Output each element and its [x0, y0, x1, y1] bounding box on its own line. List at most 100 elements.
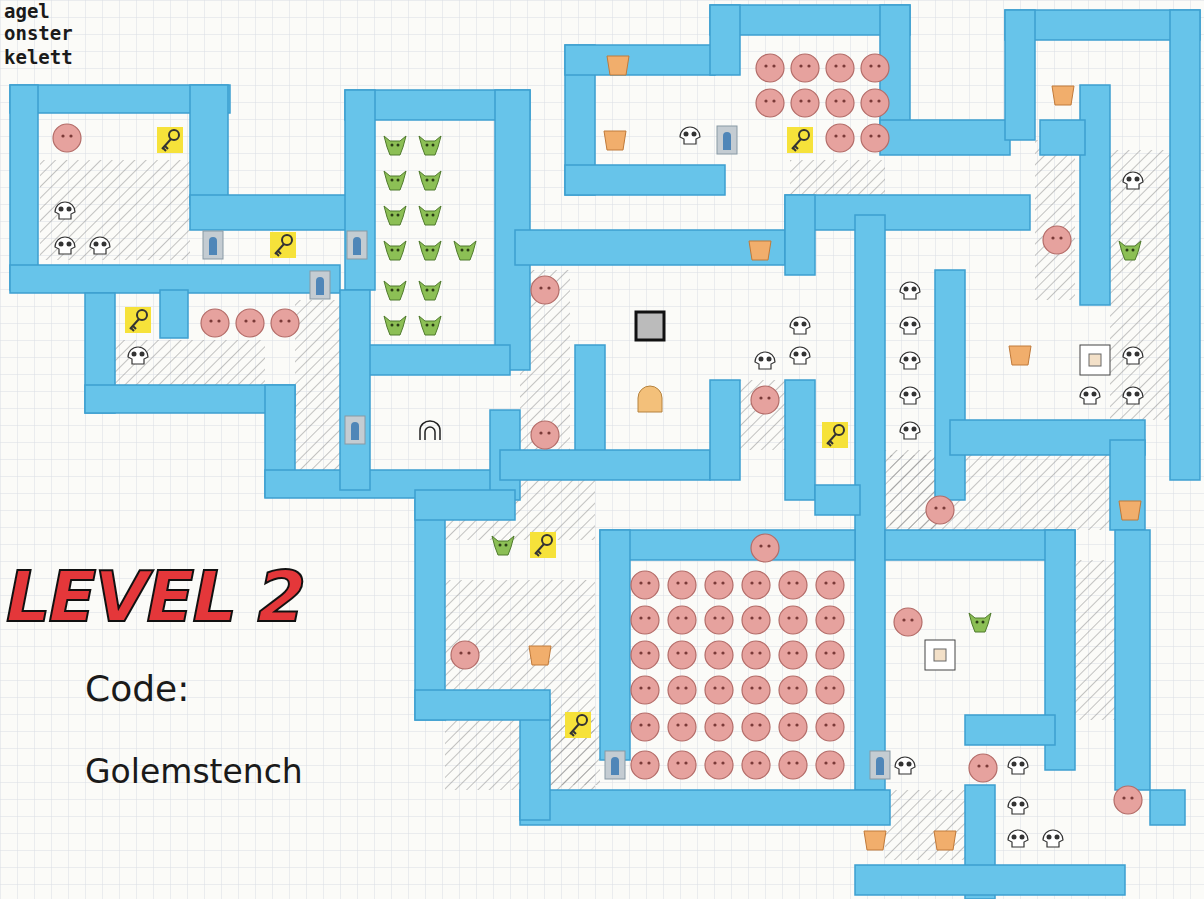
wall	[85, 385, 295, 413]
ghost-monster	[742, 676, 770, 704]
wall	[340, 290, 370, 490]
ghost-monster	[705, 713, 733, 741]
ghost-monster	[1114, 786, 1142, 814]
skeleton	[900, 422, 920, 439]
treasure	[1119, 501, 1141, 520]
skeleton	[790, 317, 810, 334]
treasure	[529, 646, 551, 665]
door	[310, 271, 330, 299]
ghost-monster	[742, 713, 770, 741]
wall	[190, 85, 228, 205]
legend-note: kelett	[4, 46, 73, 68]
ghost-monster	[742, 641, 770, 669]
wall	[965, 715, 1055, 745]
ghost-monster	[53, 124, 81, 152]
goblin	[454, 241, 476, 260]
wall	[600, 530, 630, 760]
hatched-floor	[1110, 150, 1170, 420]
pot	[638, 386, 662, 412]
wall	[600, 530, 855, 560]
ghost-monster	[531, 421, 559, 449]
ghost-monster	[756, 54, 784, 82]
wall	[500, 450, 710, 480]
skeleton	[900, 282, 920, 299]
legend-note: onster	[4, 22, 73, 44]
ghost-monster	[826, 124, 854, 152]
key	[530, 532, 556, 558]
exit	[1080, 345, 1110, 375]
ghost-monster	[668, 641, 696, 669]
wall	[10, 85, 38, 290]
goblin	[384, 171, 406, 190]
hatched-floor	[295, 300, 340, 470]
goblin	[419, 241, 441, 260]
door	[605, 751, 625, 779]
key	[270, 232, 296, 258]
skeleton	[1123, 347, 1143, 364]
wall	[785, 380, 815, 500]
wall	[710, 380, 740, 480]
ghost-monster	[751, 534, 779, 562]
ghost-monster	[816, 606, 844, 634]
ghost-monster	[926, 496, 954, 524]
crate	[636, 312, 664, 340]
treasure	[934, 831, 956, 850]
treasure	[604, 131, 626, 150]
wall	[575, 345, 605, 455]
goblin	[419, 171, 441, 190]
arch	[420, 421, 440, 440]
wall	[415, 500, 445, 720]
skeleton	[1123, 172, 1143, 189]
treasure	[749, 241, 771, 260]
ghost-monster	[826, 89, 854, 117]
hatched-floor	[740, 380, 785, 450]
wall	[785, 195, 1030, 230]
ghost-monster	[631, 641, 659, 669]
ghost-monster	[236, 309, 264, 337]
ghost-monster	[742, 751, 770, 779]
wall	[855, 865, 1125, 895]
wall	[880, 120, 1010, 155]
code-value: Golemstench	[85, 752, 303, 791]
ghost-monster	[705, 641, 733, 669]
hatched-floor	[550, 720, 600, 785]
ghost-monster	[668, 676, 696, 704]
hatched-floor	[885, 790, 965, 860]
ghost-monster	[668, 571, 696, 599]
key	[822, 422, 848, 448]
ghost-monster	[668, 751, 696, 779]
wall	[565, 165, 725, 195]
ghost-monster	[631, 676, 659, 704]
goblin	[419, 316, 441, 335]
door	[870, 751, 890, 779]
wall	[415, 690, 550, 720]
ghost-monster	[861, 124, 889, 152]
skeleton	[900, 387, 920, 404]
skeleton	[900, 352, 920, 369]
ghost-monster	[705, 571, 733, 599]
wall	[1110, 440, 1145, 530]
ghost-monster	[779, 713, 807, 741]
wall	[710, 5, 740, 75]
key	[157, 127, 183, 153]
ghost-monster	[894, 608, 922, 636]
ghost-monster	[451, 641, 479, 669]
wall	[815, 485, 860, 515]
ghost-monster	[1043, 226, 1071, 254]
ghost-monster	[742, 606, 770, 634]
wall	[520, 790, 890, 825]
ghost-monster	[791, 54, 819, 82]
ghost-monster	[531, 276, 559, 304]
wall	[345, 90, 375, 290]
treasure	[1009, 346, 1031, 365]
skeleton	[790, 347, 810, 364]
ghost-monster	[861, 54, 889, 82]
ghost-monster	[756, 89, 784, 117]
wall	[1115, 530, 1150, 790]
ghost-monster	[969, 754, 997, 782]
ghost-monster	[791, 89, 819, 117]
wall	[1005, 10, 1035, 140]
ghost-monster	[779, 751, 807, 779]
wall	[935, 270, 965, 500]
